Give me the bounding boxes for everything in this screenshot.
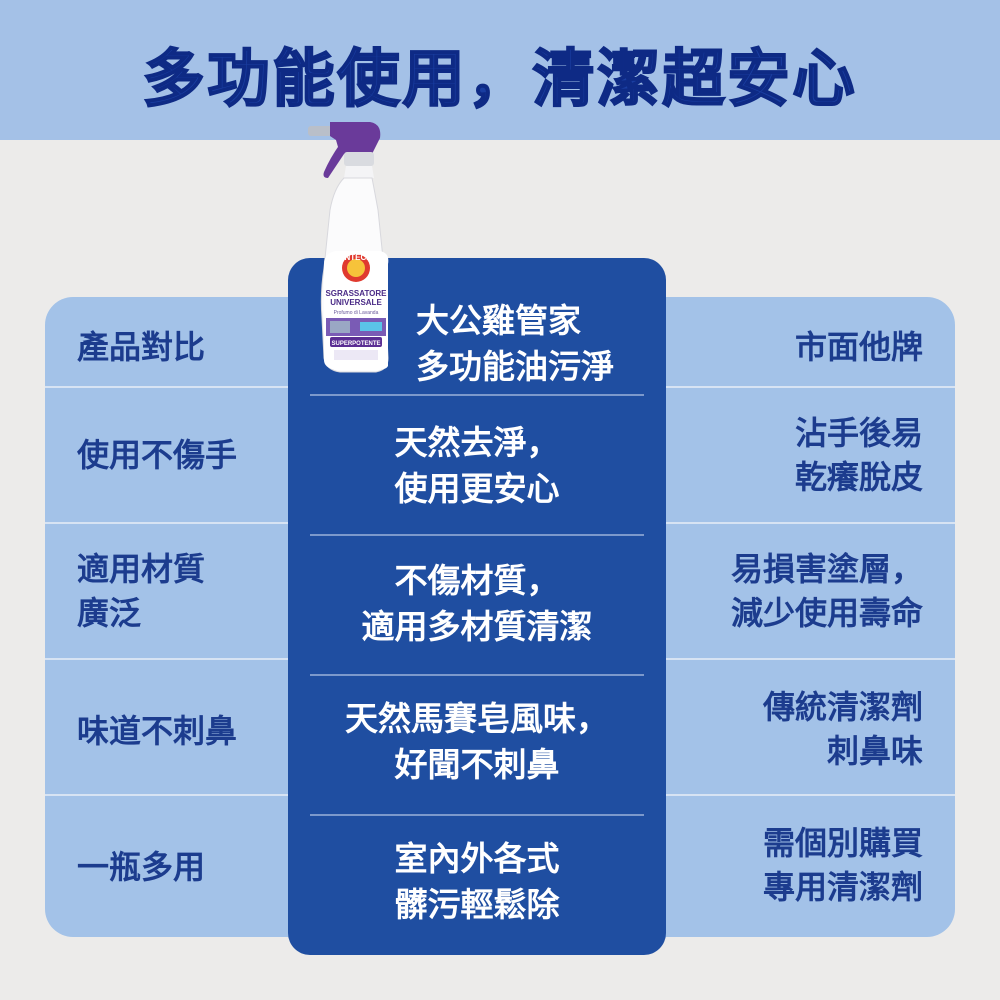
row1-right-label: 沾手後易 乾癢脫皮 [794, 414, 923, 496]
row4-right-label: 需個別購買 專用清潔劑 [762, 824, 923, 906]
header-right-label: 市面他牌 [794, 328, 923, 366]
row1-left-label: 使用不傷手 [77, 436, 238, 474]
row4-product-text: 室內外各式 髒污輕鬆除 [394, 839, 560, 924]
bottle-name-line2: UNIVERSALE [330, 298, 382, 307]
page-headline: 多功能使用，清潔超安心 [141, 41, 858, 116]
bottle-badge-text: SUPERPOTENTE [331, 341, 380, 347]
header-band [0, 0, 1000, 140]
row1-product-text: 天然去淨， 使用更安心 [394, 423, 560, 508]
row3-product-text: 天然馬賽皂風味， 好聞不刺鼻 [345, 699, 609, 784]
row4-left-label: 一瓶多用 [77, 848, 206, 886]
row3-right-label: 傳統清潔劑 刺鼻味 [762, 688, 923, 770]
column-divider [310, 534, 644, 536]
row2-left-label: 適用材質 廣泛 [77, 550, 206, 632]
bottle-scent-text: Profumo di Lavanda [334, 310, 379, 316]
row2-right-label: 易損害塗層， 減少使用壽命 [730, 550, 923, 632]
column-divider [310, 394, 644, 396]
spray-bottle-icon: CHANTECLAIR SGRASSATORE UNIVERSALE Profu… [308, 122, 389, 373]
column-divider [310, 814, 644, 816]
bottle-brand-text: CHANTECLAIR [327, 253, 385, 262]
row3-left-label: 味道不刺鼻 [77, 712, 238, 750]
row2-product-text: 不傷材質， 適用多材質清潔 [361, 561, 593, 646]
column-divider [310, 674, 644, 676]
product-title: 大公雞管家 多功能油污淨 [416, 301, 614, 386]
highlight-column: 大公雞管家 多功能油污淨 天然去淨， 使用更安心 不傷材質， 適用多材質清潔 天… [288, 258, 666, 955]
header-left-label: 產品對比 [77, 328, 206, 366]
bottle-name-line1: SGRASSATORE [325, 289, 387, 298]
